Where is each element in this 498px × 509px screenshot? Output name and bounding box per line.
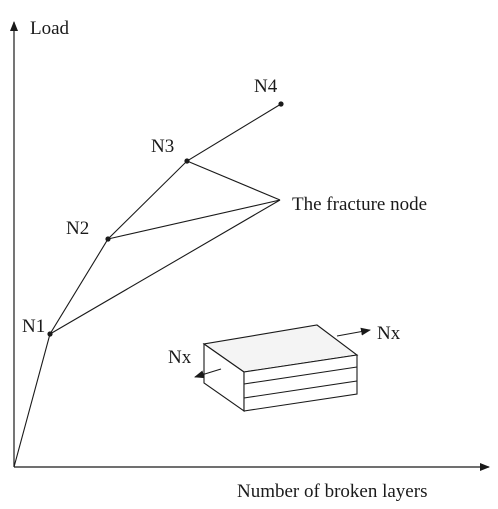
force-arrow-left (194, 368, 222, 379)
force-arrow-right (336, 327, 371, 337)
node-point-n2 (105, 236, 111, 242)
x-axis-label: Number of broken layers (237, 481, 427, 502)
fracture-link-n3 (186, 160, 281, 201)
laminate-layer-line-2 (243, 380, 358, 399)
node-point-n4 (278, 101, 284, 107)
laminate-block (202, 324, 359, 413)
node-point-n1 (47, 331, 53, 337)
node-label-n1: N1 (22, 316, 45, 337)
force-label-left: Nx (168, 347, 192, 368)
node-point-n3 (184, 158, 190, 164)
laminate-layer-line-1 (243, 366, 358, 385)
node-label-n2: N2 (66, 218, 89, 239)
node-label-n3: N3 (151, 136, 174, 157)
fracture-link-n1 (49, 199, 281, 335)
node-label-n4: N4 (254, 76, 278, 97)
fracture-node-label: The fracture node (292, 194, 427, 215)
y-axis-label: Load (30, 18, 70, 39)
load-path-line (13, 103, 282, 468)
force-label-right: Nx (377, 323, 401, 344)
fracture-link-n2 (107, 199, 281, 240)
